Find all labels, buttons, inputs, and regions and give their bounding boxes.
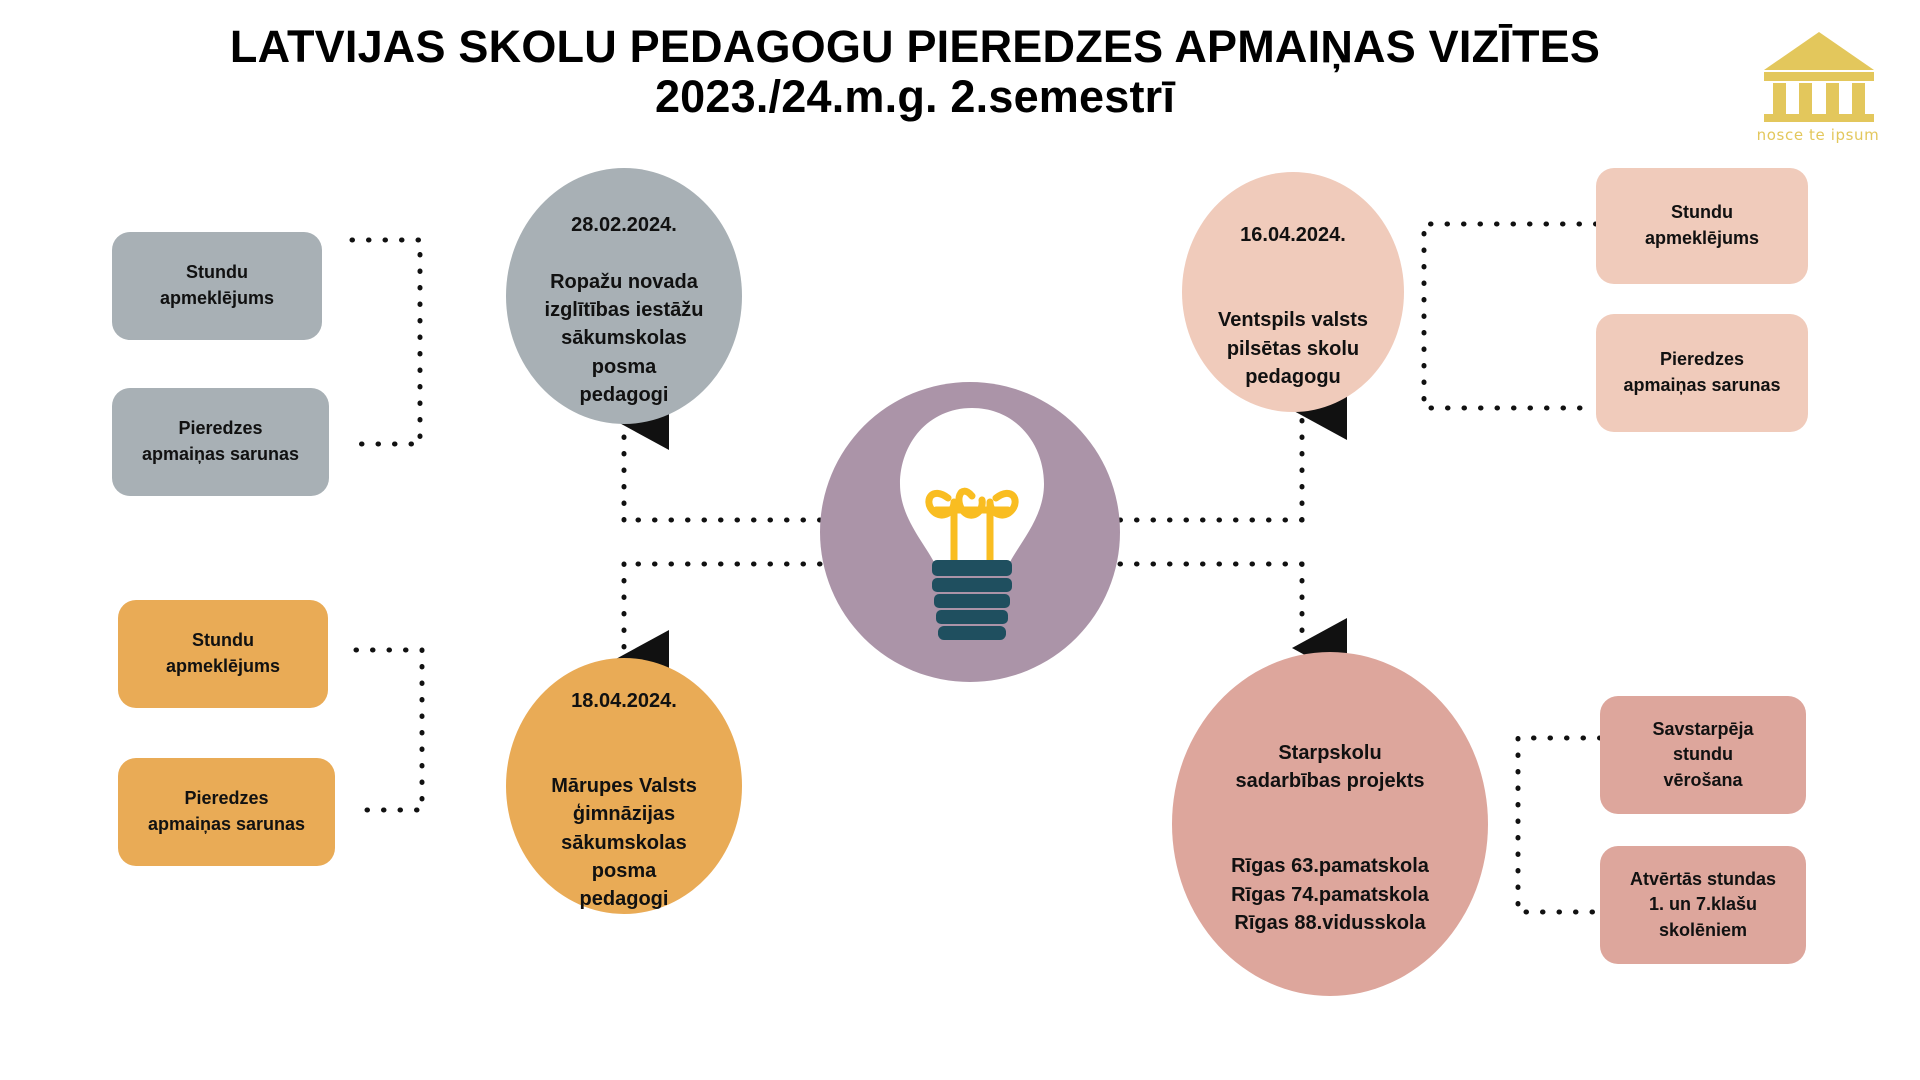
- bracket-gray-activities: [349, 237, 423, 447]
- node-ropazi-date: 28.02.2024.: [571, 213, 677, 236]
- title-line-primary: LATVIJAS SKOLU PEDAGOGU PIEREDZES APMAIŅ…: [229, 21, 1601, 72]
- activity-darkpink-savstarpeja-verosana[interactable]: Savstarpēja stundu vērošana: [1600, 696, 1806, 814]
- activity-gray-pieredzes-sarunas[interactable]: Pieredzes apmaiņas sarunas: [112, 388, 329, 496]
- node-ventspils-body: Ventspils valsts pilsētas skolu pedagogu: [1217, 309, 1369, 388]
- activity-label: Pieredzes apmaiņas sarunas: [147, 788, 306, 834]
- node-ropazi-body: Ropažu novada izglītības iestāžu sākumsk…: [544, 270, 704, 407]
- node-ropazi[interactable]: 28.02.2024. Ropažu novada izglītības ies…: [506, 168, 742, 424]
- bracket-darkpink-activities: [1515, 735, 1603, 915]
- activity-label: Atvērtās stundas 1. un 7.klašu skolēniem: [1629, 868, 1777, 940]
- bracket-orange-activities: [353, 647, 425, 813]
- connector-hub-to-marupe: [614, 561, 823, 690]
- activity-label: Stundu apmeklējums: [1644, 202, 1760, 248]
- node-marupe[interactable]: 18.04.2024. Mārupes Valsts ģimnāzijas sā…: [506, 658, 742, 914]
- activity-label: Pieredzes apmaiņas sarunas: [1623, 349, 1781, 395]
- activity-label: Pieredzes apmaiņas sarunas: [141, 418, 300, 464]
- activity-lightpink-stundu-apmeklejums[interactable]: Stundu apmeklējums: [1596, 168, 1808, 284]
- lightbulb-icon: [900, 408, 1044, 640]
- page-header: LATVIJAS SKOLU PEDAGOGU PIEREDZES APMAIŅ…: [0, 0, 1920, 160]
- node-marupe-body: Mārupes Valsts ģimnāzijas sākumskolas po…: [551, 774, 697, 911]
- activity-orange-stundu-apmeklejums[interactable]: Stundu apmeklējums: [118, 600, 328, 708]
- node-starpskolu-body: Rīgas 63.pamatskola Rīgas 74.pamatskola …: [1231, 855, 1429, 935]
- logo-caption: nosce te ipsum: [1756, 126, 1880, 144]
- activity-lightpink-pieredzes-sarunas[interactable]: Pieredzes apmaiņas sarunas: [1596, 314, 1808, 432]
- classical-temple-icon: [1764, 32, 1874, 122]
- connector-hub-to-ropazi: [614, 390, 823, 523]
- activity-darkpink-atvertas-stundas[interactable]: Atvērtās stundas 1. un 7.klašu skolēniem: [1600, 846, 1806, 964]
- activity-label: Stundu apmeklējums: [159, 262, 275, 308]
- activity-label: Stundu apmeklējums: [165, 630, 281, 676]
- activity-gray-stundu-apmeklejums[interactable]: Stundu apmeklējums: [112, 232, 322, 340]
- organization-logo: nosce te ipsum: [1748, 30, 1888, 150]
- node-starpskolu-title: Starpskolu sadarbības projekts: [1235, 741, 1425, 793]
- node-marupe-date: 18.04.2024.: [571, 689, 677, 712]
- node-ventspils-date: 16.04.2024.: [1240, 224, 1346, 247]
- page-title: LATVIJAS SKOLU PEDAGOGU PIEREDZES APMAIŅ…: [90, 21, 1740, 123]
- activity-label: Savstarpēja stundu vērošana: [1652, 718, 1754, 790]
- title-line-secondary: 2023./24.m.g. 2.semestrī: [654, 71, 1176, 123]
- connector-hub-to-starpskolu: [1117, 561, 1347, 678]
- bracket-lightpink-activities: [1421, 221, 1599, 411]
- node-ventspils[interactable]: 16.04.2024. Ventspils valsts pilsētas sk…: [1182, 172, 1404, 412]
- connector-hub-to-ventspils: [1117, 380, 1347, 523]
- activity-orange-pieredzes-sarunas[interactable]: Pieredzes apmaiņas sarunas: [118, 758, 335, 866]
- node-starpskolu[interactable]: Starpskolu sadarbības projekts Rīgas 63.…: [1172, 652, 1488, 996]
